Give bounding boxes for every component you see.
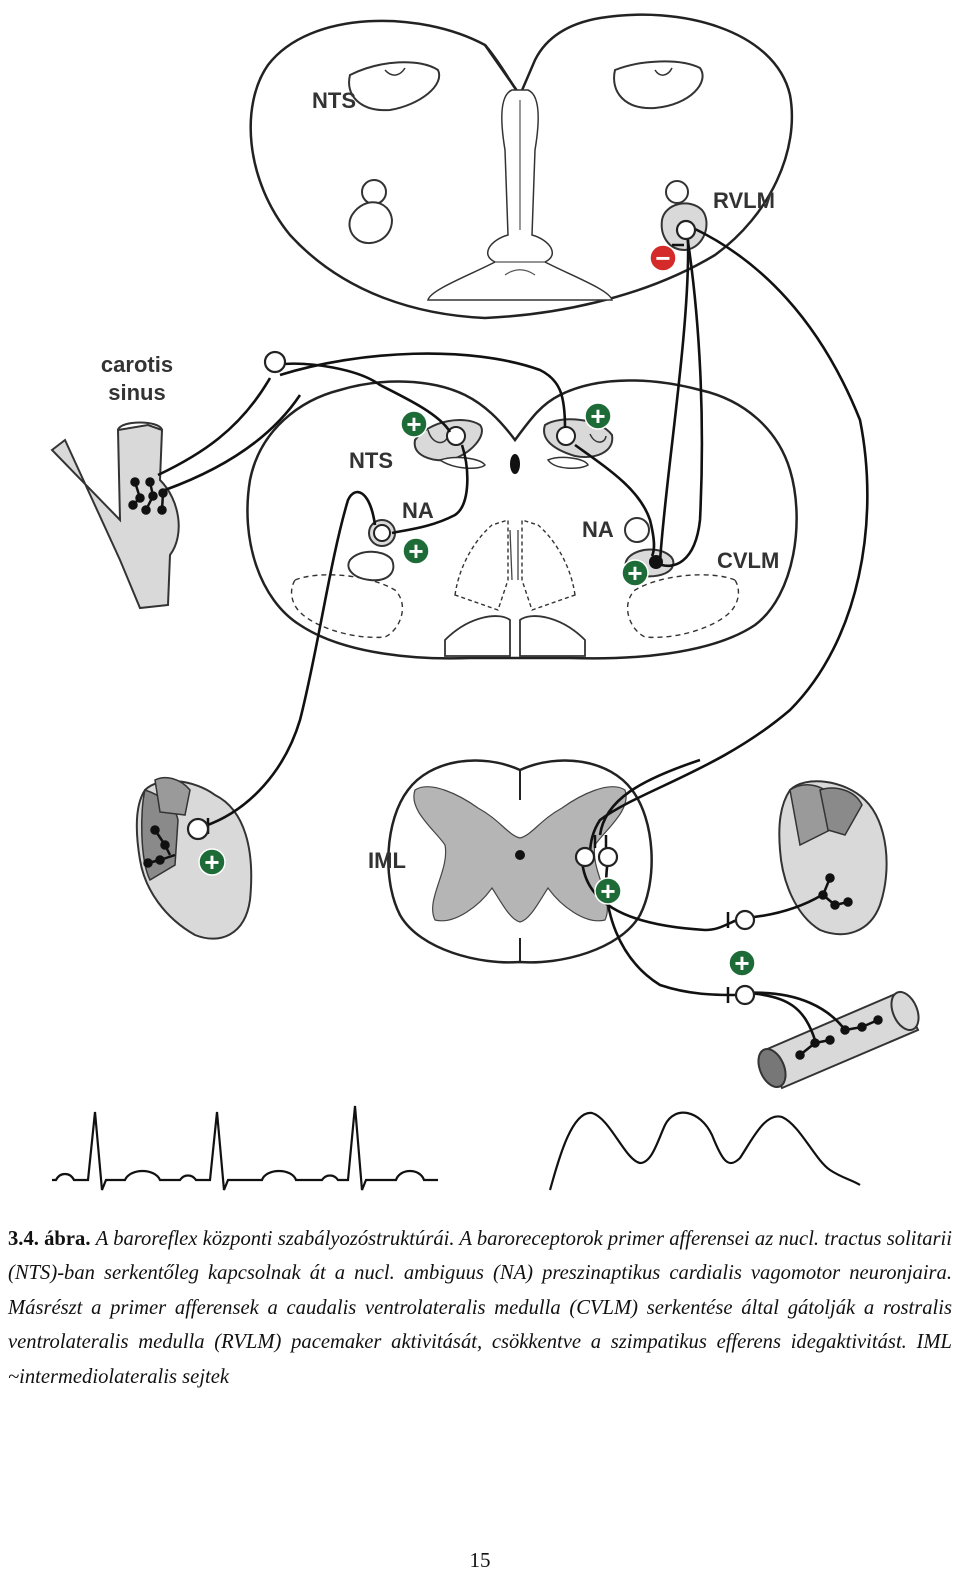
excitatory-marker: +	[402, 536, 430, 566]
svg-text:+: +	[204, 847, 219, 877]
excitatory-marker: +	[400, 409, 428, 439]
ecg-trace	[52, 1105, 438, 1191]
label-na-right: NA	[582, 517, 614, 542]
excitatory-marker: +	[584, 401, 612, 431]
medulla-section-caudal	[246, 379, 798, 660]
excitatory-marker: +	[594, 876, 622, 906]
excitatory-marker: +	[198, 847, 226, 877]
caption-body: A baroreflex központi szabályozóstruktúr…	[8, 1228, 952, 1388]
excitatory-marker: +	[621, 558, 649, 588]
label-rvlm: RVLM	[713, 188, 775, 213]
label-iml: IML	[368, 848, 406, 873]
svg-text:+: +	[590, 401, 605, 431]
medulla-section-rostral	[249, 13, 794, 320]
label-nts-mid: NTS	[349, 448, 393, 473]
baroreflex-diagram: + + + + + + + − NTS RVLM carotis sinus N…	[50, 13, 920, 1191]
svg-text:−: −	[655, 243, 670, 273]
neuron-bodies	[186, 219, 756, 1006]
label-carotis: carotis	[101, 352, 173, 377]
label-cvlm: CVLM	[717, 548, 779, 573]
heart-icon-left	[135, 777, 253, 940]
label-sinus: sinus	[108, 380, 165, 405]
svg-text:+: +	[600, 876, 615, 906]
carotid-sinus-icon	[50, 421, 180, 610]
excitatory-marker: +	[728, 948, 756, 978]
svg-text:+: +	[406, 409, 421, 439]
inhibitory-marker: −	[649, 243, 677, 273]
svg-text:+: +	[734, 948, 749, 978]
label-na-left: NA	[402, 498, 434, 523]
heart-icon-right	[778, 780, 888, 936]
blood-vessel-icon	[757, 990, 920, 1090]
blood-pressure-trace	[548, 1111, 861, 1191]
svg-text:+: +	[408, 536, 423, 566]
label-nts-top: NTS	[312, 88, 356, 113]
figure-caption: 3.4. ábra. A baroreflex központi szabály…	[8, 1222, 952, 1394]
page-number: 15	[469, 1548, 491, 1572]
svg-text:+: +	[627, 558, 642, 588]
caption-lead: 3.4. ábra.	[8, 1228, 91, 1250]
